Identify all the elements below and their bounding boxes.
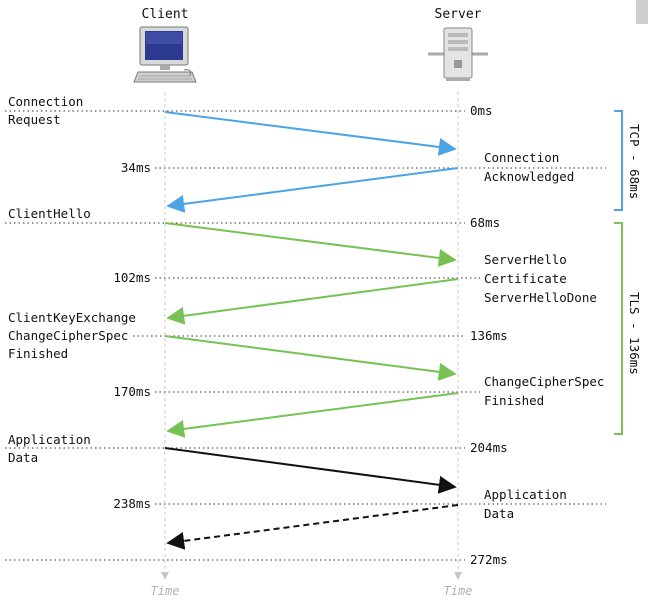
arrow-server-finished <box>166 392 459 438</box>
timestamp-0ms: 0ms <box>470 103 493 118</box>
svg-text:Acknowledged: Acknowledged <box>484 169 574 184</box>
arrow-syn <box>164 111 457 156</box>
label-client-application-data: Application Data <box>8 432 91 465</box>
label-client-key-exchange: ClientKeyExchange ChangeCipherSpec Finis… <box>8 310 136 361</box>
svg-text:ClientHello: ClientHello <box>8 206 91 221</box>
svg-text:Certificate: Certificate <box>484 271 567 286</box>
arrow-application-data-response <box>166 504 459 550</box>
label-connection-request: Connection Request <box>8 94 83 127</box>
tls-phase-label: TLS - 136ms <box>627 292 642 375</box>
server-heading: Server <box>435 7 482 22</box>
client-heading: Client <box>142 7 189 22</box>
svg-text:ServerHelloDone: ServerHelloDone <box>484 290 597 305</box>
svg-text:Finished: Finished <box>484 393 544 408</box>
tcp-phase-bracket <box>614 110 623 211</box>
svg-text:Data: Data <box>484 506 514 521</box>
tcp-phase-label: TCP - 68ms <box>627 124 642 199</box>
svg-text:ChangeCipherSpec: ChangeCipherSpec <box>8 328 128 343</box>
timestamp-170ms: 170ms <box>113 384 151 399</box>
label-server-application-data: Application Data <box>484 487 567 521</box>
timestamp-34ms: 34ms <box>121 160 151 175</box>
timestamp-136ms: 136ms <box>470 328 508 343</box>
server-tower-icon <box>428 27 488 81</box>
svg-text:ClientKeyExchange: ClientKeyExchange <box>8 310 136 325</box>
timestamp-238ms: 238ms <box>113 496 151 511</box>
timestamp-204ms: 204ms <box>470 440 508 455</box>
label-server-hello: ServerHello Certificate ServerHelloDone <box>484 252 597 305</box>
timestamp-102ms: 102ms <box>113 270 151 285</box>
label-connection-acknowledged: Connection Acknowledged <box>484 150 574 184</box>
label-client-hello: ClientHello <box>8 206 91 221</box>
arrow-syn-ack <box>166 167 459 213</box>
svg-text:ChangeCipherSpec: ChangeCipherSpec <box>484 374 604 389</box>
timestamp-272ms: 272ms <box>470 552 508 567</box>
client-computer-icon <box>133 26 197 83</box>
tls-phase-bracket <box>614 222 623 435</box>
svg-text:Finished: Finished <box>8 346 68 361</box>
svg-text:ServerHello: ServerHello <box>484 252 567 267</box>
svg-text:Application: Application <box>484 487 567 502</box>
svg-text:Application: Application <box>8 432 91 447</box>
client-time-label: Time <box>151 584 180 598</box>
arrow-client-key-exchange <box>164 335 457 381</box>
svg-text:Connection: Connection <box>484 150 559 165</box>
server-time-label: Time <box>444 584 473 598</box>
svg-text:Request: Request <box>8 112 61 127</box>
window-scroll-tab <box>636 0 648 24</box>
label-change-cipher-spec: ChangeCipherSpec Finished <box>484 374 604 408</box>
arrow-client-hello <box>164 222 457 267</box>
svg-text:Data: Data <box>8 450 38 465</box>
arrow-application-data-request <box>164 447 457 494</box>
svg-text:Connection: Connection <box>8 94 83 109</box>
timestamp-68ms: 68ms <box>470 215 500 230</box>
arrow-server-hello <box>166 278 459 325</box>
time-guides <box>5 110 606 561</box>
